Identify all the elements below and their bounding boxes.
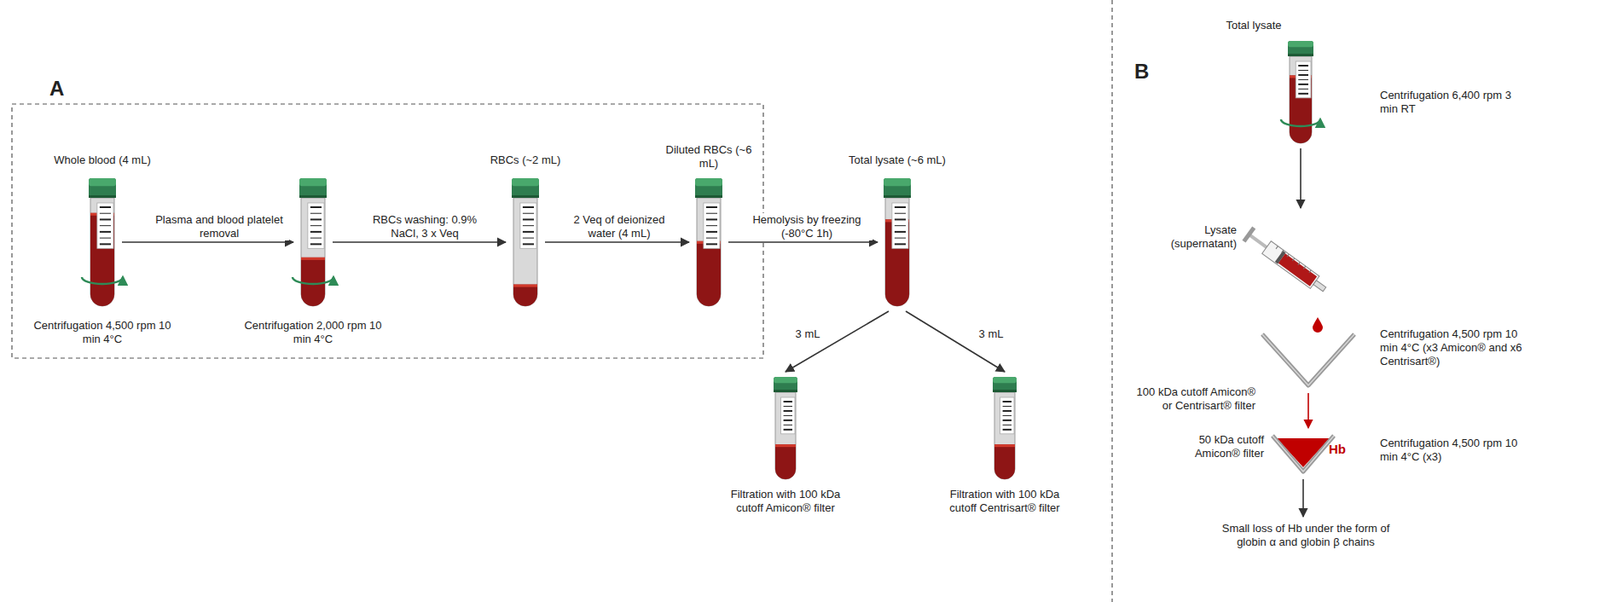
node-label: Filtration with 100 kDa cutoff Amicon® f… (721, 487, 850, 516)
flow-arrow (332, 241, 506, 244)
filter-cone-shape (1269, 433, 1337, 475)
node-label: Centrifugation 4,500 rpm 10 min 4°C (x3 … (1379, 327, 1525, 369)
node-label: RBCs (~2 mL) (469, 153, 581, 168)
filter-funnel-shape (1259, 331, 1357, 389)
blood-tube: Filtration with 100 kDa cutoff Centrisar… (991, 376, 1018, 480)
node-label: Diluted RBCs (~6 mL) (661, 143, 756, 171)
node-label: Lysate (supernatant) (1151, 223, 1237, 251)
flow-arrow (1299, 148, 1302, 209)
step-label: Plasma and blood platelet removal (149, 213, 290, 241)
step-label: Hemolysis by freezing (-80°C 1h) (741, 213, 873, 241)
blood-tube: Total lysate (~6 mL) (882, 178, 912, 307)
node-label: Centrifugation 4,500 rpm 10 min 4°C (x3) (1379, 436, 1525, 464)
syringe: Lysate (supernatant) (1240, 213, 1335, 316)
flow-arrow (544, 241, 690, 244)
blood-tube: Whole blood (4 mL)Centrifugation 4,500 r… (87, 178, 117, 307)
blood-tube: Diluted RBCs (~6 mL) (694, 178, 724, 307)
node-label: Hb (1328, 442, 1355, 457)
blood-tube: Centrifugation 2,000 rpm 10 min 4°C (298, 178, 328, 307)
filter-funnel: 100 kDa cutoff Amicon® or Centrisart® fi… (1259, 331, 1357, 389)
blood-tube: RBCs (~2 mL) (510, 178, 540, 307)
node-label: Centrifugation 2,000 rpm 10 min 4°C (240, 318, 386, 347)
step-label: 3 mL (970, 327, 1012, 342)
flow-arrow (1302, 479, 1305, 517)
blood-tube: Filtration with 100 kDa cutoff Amicon® f… (772, 376, 799, 480)
flow-arrow (728, 241, 878, 244)
blood-tube-shape (772, 376, 799, 480)
blood-drop (1312, 317, 1323, 333)
flow-arrow (121, 241, 294, 244)
panel-divider (1111, 0, 1113, 602)
result-note: Small loss of Hb under the form of globi… (1218, 521, 1393, 550)
node-label: Total lysate (~6 mL) (828, 153, 966, 168)
syringe-shape (1240, 213, 1335, 316)
dashed-frame (11, 104, 764, 359)
flow-arrow (1307, 393, 1310, 429)
blood-tube-shape (694, 178, 724, 307)
node-label: Small loss of Hb under the form of globi… (1218, 521, 1393, 550)
node-label: 50 kDa cutoff Amicon® filter (1182, 433, 1264, 461)
blood-tube-shape (882, 178, 912, 307)
blood-tube-shape (991, 376, 1018, 480)
blood-tube: Total lysateCentrifugation 6,400 rpm 3 m… (1286, 40, 1315, 144)
node-label: Filtration with 100 kDa cutoff Centrisar… (940, 487, 1069, 516)
step-label: 3 mL (787, 327, 829, 342)
node-label: Centrifugation 4,500 rpm 10 min 4°C (29, 318, 175, 347)
filter-cone: 50 kDa cutoff Amicon® filterHbCentrifuga… (1269, 433, 1337, 475)
step-label: RBCs washing: 0.9% NaCl, 3 x Veq (363, 213, 487, 241)
panel-letter: A (49, 76, 64, 101)
step-label: 2 Veq of deionized water (4 mL) (562, 213, 677, 241)
flow-arrow (785, 311, 889, 372)
blood-tube-shape (298, 178, 328, 307)
panel-letter: B (1134, 59, 1149, 84)
node-label: Whole blood (4 mL) (29, 153, 175, 168)
flow-arrow (905, 311, 1005, 372)
blood-tube-shape (510, 178, 540, 307)
node-label: Total lysate (1202, 18, 1305, 33)
node-label: 100 kDa cutoff Amicon® or Centrisart® fi… (1127, 385, 1256, 413)
node-label: Centrifugation 6,400 rpm 3 min RT (1379, 88, 1525, 116)
blood-tube-shape (1286, 40, 1315, 144)
blood-tube-shape (87, 178, 117, 307)
